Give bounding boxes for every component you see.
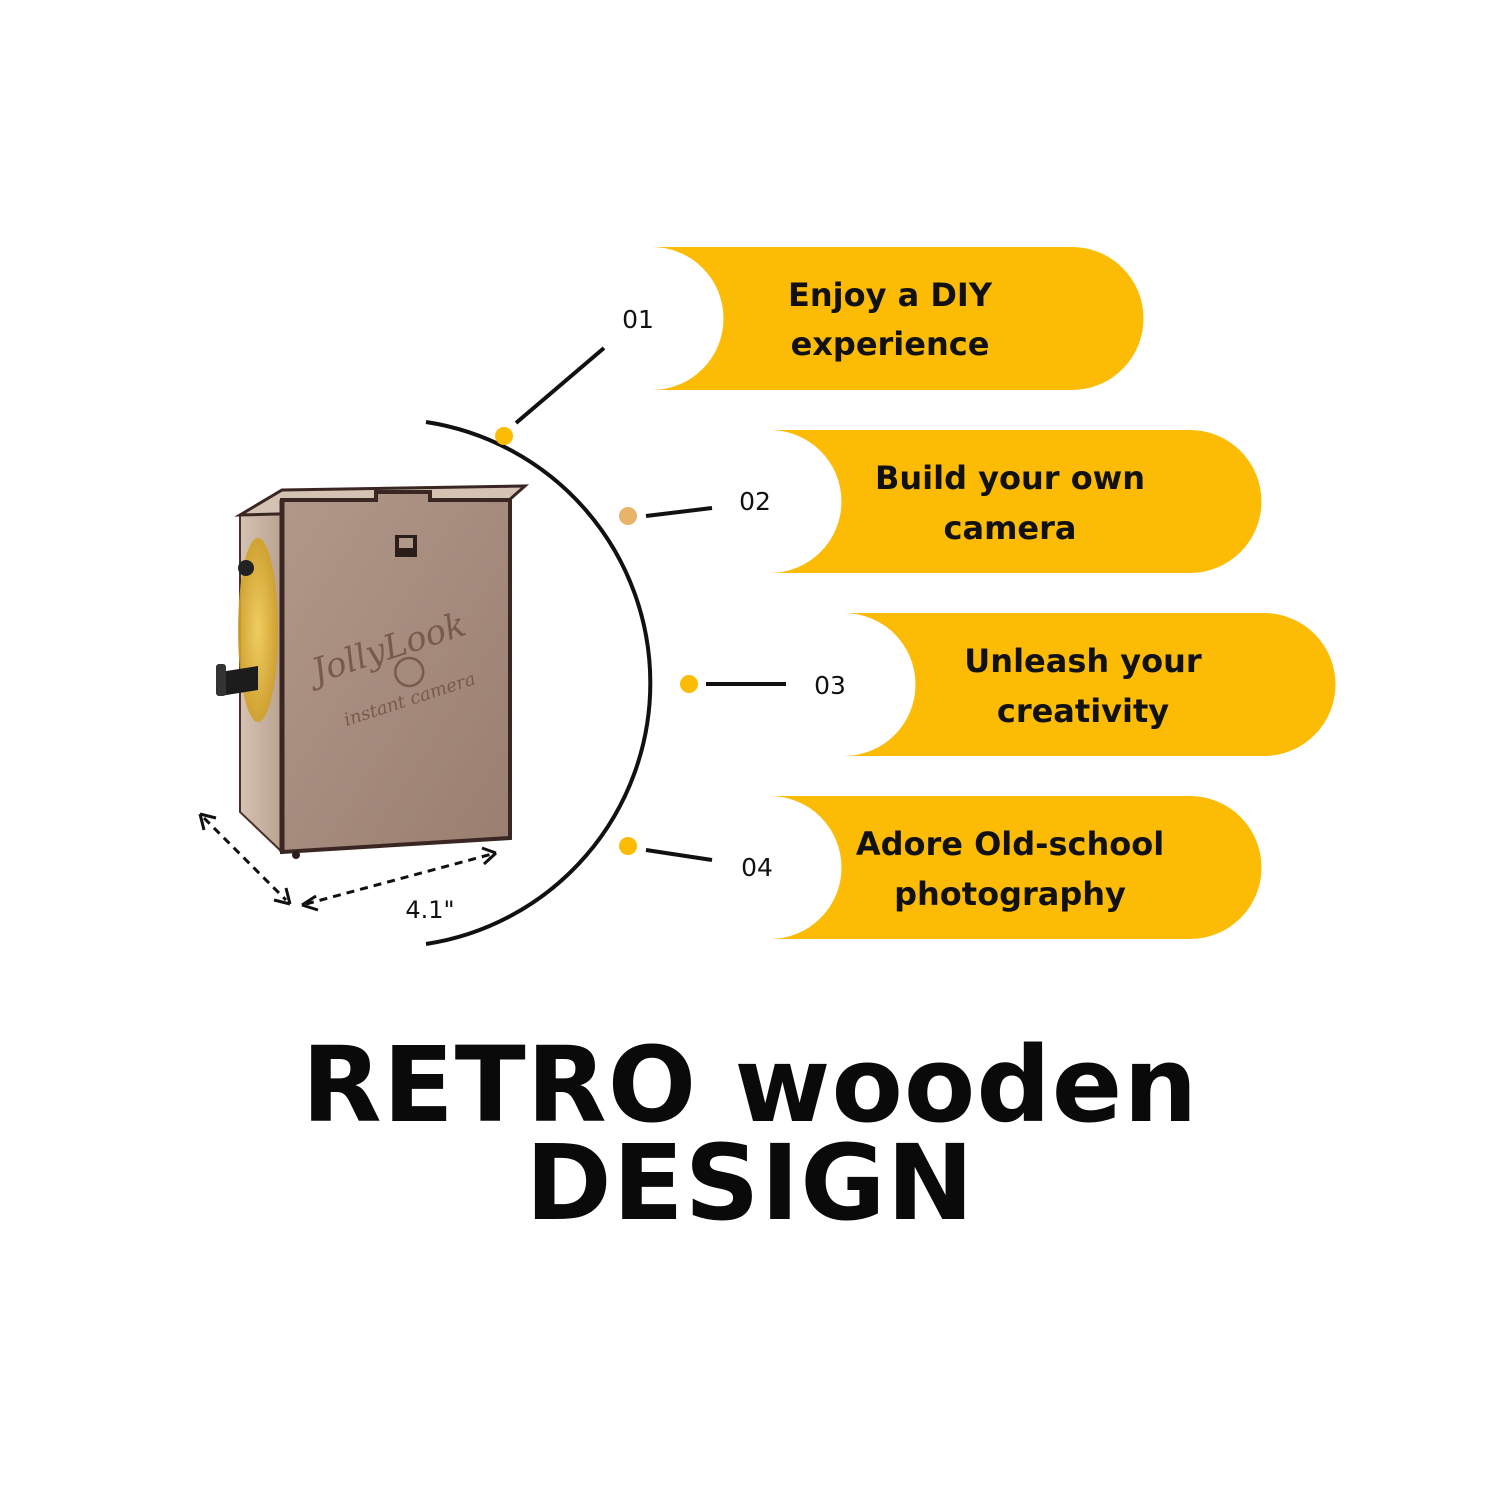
headline-line-2: DESIGN <box>525 1122 975 1244</box>
feature-pill-03: 03 Unleash your creativity <box>814 613 1336 756</box>
width-arrowhead-left <box>301 894 319 912</box>
feature-line2: experience <box>791 325 990 363</box>
feature-number: 03 <box>814 671 846 700</box>
feature-line1: Enjoy a DIY <box>788 276 993 314</box>
feature-pill-shape <box>770 796 1262 939</box>
connector-arc <box>425 420 653 946</box>
feature-line1: Adore Old-school <box>856 825 1164 863</box>
feature-line2: camera <box>944 509 1077 547</box>
connector-dot-03 <box>680 675 698 693</box>
feature-number: 02 <box>739 487 771 516</box>
dimension-label: 4.1" <box>405 896 454 924</box>
connector-dot-01 <box>495 427 513 445</box>
feature-pill-04: 04 Adore Old-school photography <box>741 796 1262 939</box>
feature-pill-shape <box>652 247 1144 390</box>
feature-number: 01 <box>622 305 654 334</box>
crank-knob-top <box>238 560 254 576</box>
feature-pill-02: 02 Build your own camera <box>739 430 1262 573</box>
depth-arrow <box>202 816 288 902</box>
feature-line1: Build your own <box>875 459 1145 497</box>
depth-arrowhead-top <box>198 812 217 831</box>
feature-pill-shape <box>770 430 1262 573</box>
smiley-icon <box>394 656 425 688</box>
width-arrow <box>305 852 493 906</box>
dimension-arrows: 4.1" <box>198 812 498 924</box>
connector-dot-02 <box>619 507 637 525</box>
connector-line-02 <box>645 506 713 518</box>
feature-line1: Unleash your <box>964 642 1202 680</box>
feature-line2: creativity <box>997 692 1169 730</box>
headline-line-1: RETRO wooden <box>301 1024 1199 1146</box>
connector-dot-04 <box>619 837 637 855</box>
crank-handle <box>220 666 258 696</box>
width-arrowhead-right <box>481 846 498 866</box>
depth-arrowhead-bottom <box>273 887 292 906</box>
camera-image: JollyLook instant camera <box>216 484 530 859</box>
crank-grip <box>216 664 226 696</box>
feature-pill-shape <box>844 613 1336 756</box>
shutter-slot-inner <box>399 538 413 548</box>
feature-pill-01: 01 Enjoy a DIY experience <box>622 247 1144 390</box>
feature-number: 04 <box>741 853 773 882</box>
connector-line-04 <box>645 848 713 862</box>
feature-line2: photography <box>894 875 1126 913</box>
connector-line-01 <box>514 346 606 425</box>
screw-icon <box>292 851 300 859</box>
